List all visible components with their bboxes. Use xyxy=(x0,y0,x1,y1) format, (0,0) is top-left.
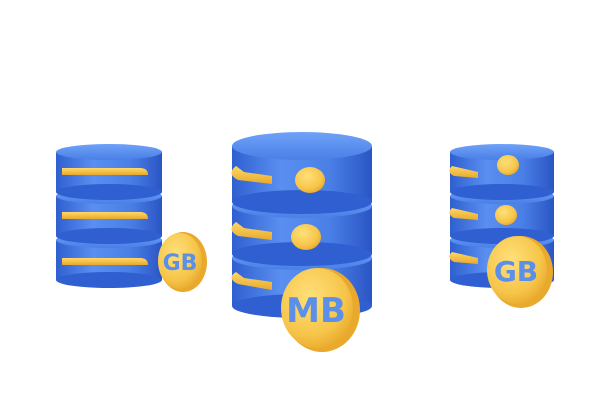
right-server: GB xyxy=(449,144,554,308)
left-coin-label: GB xyxy=(163,251,198,276)
center-mb-coin: MB xyxy=(281,268,360,352)
right-coin-label: GB xyxy=(494,255,538,288)
left-gb-coin: GB xyxy=(158,232,207,292)
right-server-drum-1 xyxy=(449,144,554,200)
right-gb-coin: GB xyxy=(487,236,553,308)
center-coin-label: MB xyxy=(286,291,346,331)
center-server: MB xyxy=(231,132,372,352)
left-server-drum-1 xyxy=(56,144,162,200)
left-server: GB xyxy=(56,144,207,292)
center-server-drum-1 xyxy=(231,132,372,214)
